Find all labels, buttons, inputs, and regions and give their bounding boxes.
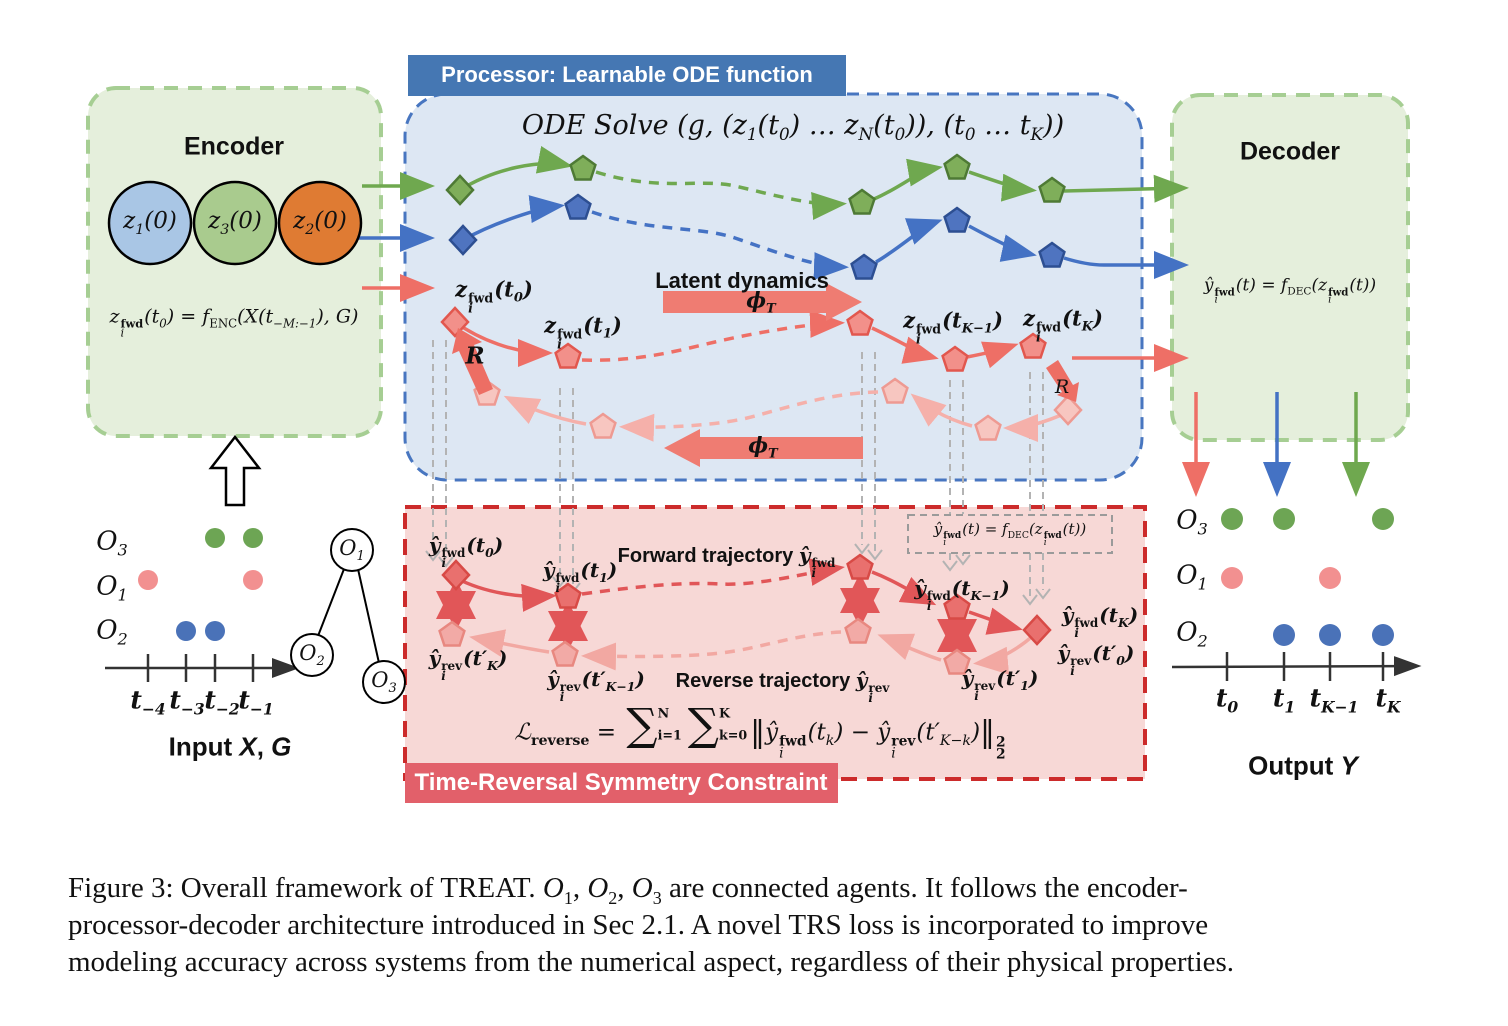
input-observation-dots	[138, 528, 263, 641]
blue-trajectory	[462, 195, 1189, 281]
input-tick-tm2: t−2	[204, 685, 240, 719]
trs-forward-markers	[441, 553, 1052, 646]
input-tick-tm3: t−3	[169, 685, 205, 719]
phi-forward-arrow	[663, 283, 862, 321]
red-reverse-trajectory	[503, 390, 1069, 442]
output-tick-tk: tK	[1375, 683, 1401, 717]
output-observation-dots	[1221, 508, 1394, 646]
input-tick-tm1: t−1	[238, 685, 274, 719]
red-reverse-markers	[473, 377, 1083, 441]
trs-reverse-markers	[438, 617, 971, 675]
latent-to-trs-connectors	[425, 340, 1051, 606]
output-row-o3-label: O3	[1176, 505, 1208, 539]
input-caption: Input X, G	[168, 731, 292, 762]
trs-banner: Time-Reversal Symmetry Constraint	[414, 769, 828, 796]
phi-reverse-arrow	[664, 429, 863, 467]
phi-forward-label: ϕT	[746, 287, 776, 317]
figure-caption-line3: modeling accuracy across systems from th…	[68, 946, 1235, 978]
reversal-op-label-left: R	[465, 342, 485, 370]
interaction-graph	[290, 528, 406, 704]
graph-node-o1-label: O1	[339, 535, 365, 565]
input-axis	[105, 654, 300, 682]
blue-trajectory-markers	[448, 193, 1066, 280]
output-axis	[1171, 652, 1422, 681]
encoder-node-z3-label: z3(0)	[208, 208, 262, 238]
graph-node-o3-label: O3	[371, 667, 397, 697]
decoder-title: Decoder	[1239, 137, 1341, 166]
processor-box	[403, 55, 1144, 482]
input-row-o3-label: O3	[96, 526, 128, 560]
processor-banner: Processor: Learnable ODE function	[441, 62, 813, 87]
input-to-encoder-arrow	[208, 434, 262, 507]
processor-banner-rect	[408, 55, 846, 96]
encoder-node-z2-label: z2(0)	[293, 208, 347, 238]
reversal-operator-arrows	[452, 328, 1079, 402]
figure-caption-line2: processor-decoder architecture introduce…	[68, 909, 1209, 941]
encoder-title: Encoder	[183, 132, 285, 161]
graph-node-o2-label: O2	[299, 640, 325, 670]
encoder-node-z1-label: z1(0)	[123, 208, 177, 238]
trs-consistency-arrows	[436, 573, 977, 659]
output-caption: Output Y	[1248, 750, 1358, 781]
input-tick-tm4: t−4	[130, 685, 166, 719]
green-trajectory-markers	[445, 153, 1066, 215]
output-row-o1-label: O1	[1176, 560, 1208, 594]
reversal-op-label-right: R	[1054, 376, 1070, 398]
latent-dynamics-label: Latent dynamics	[655, 268, 829, 293]
phi-reverse-label: ϕT	[748, 432, 778, 462]
output-tick-t1: t1	[1272, 683, 1296, 717]
output-tick-tk1: tK−1	[1309, 683, 1359, 717]
trs-banner-rect	[405, 763, 838, 803]
input-row-o1-label: O1	[96, 571, 128, 605]
output-tick-t0: t0	[1215, 683, 1239, 717]
figure-caption-line1: Figure 3: Overall framework of TREAT. O1…	[68, 872, 1188, 908]
input-row-o2-label: O2	[96, 615, 128, 649]
green-trajectory	[459, 145, 1189, 220]
encoder-latent-nodes	[107, 180, 363, 266]
output-row-o2-label: O2	[1176, 617, 1208, 651]
trs-decoder-formula-box	[907, 514, 1113, 554]
decoder-output-arrows	[1182, 392, 1370, 497]
red-forward-markers	[440, 306, 1047, 372]
ode-solve-formula: ODE Solve (g, (z1(t0) … zN(t0)), (t0 … t…	[521, 109, 1065, 145]
